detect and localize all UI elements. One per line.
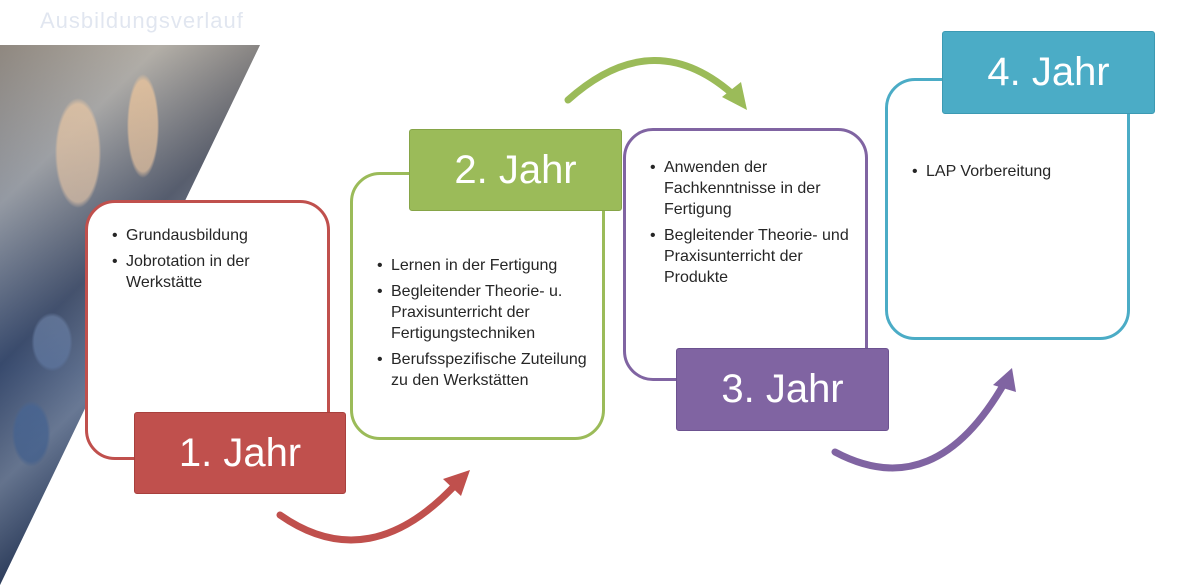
year1-item: Jobrotation in der Werkstätte — [112, 251, 316, 293]
year2-item: Lernen in der Fertigung — [377, 255, 601, 276]
year2-box: Lernen in der Fertigung Begleitender The… — [350, 172, 605, 440]
arrow-year2-to-year3-head — [722, 82, 747, 110]
year4-label: 4. Jahr — [942, 31, 1155, 114]
year3-label: 3. Jahr — [676, 348, 889, 431]
arrow-year1-to-year2-head — [443, 470, 470, 496]
year1-label: 1. Jahr — [134, 412, 346, 494]
arrow-year2-to-year3 — [564, 57, 741, 104]
year2-item: Begleitender Theorie- u. Praxisunterrich… — [377, 281, 601, 344]
year4-item: LAP Vorbereitung — [912, 161, 1126, 182]
year2-label: 2. Jahr — [409, 129, 622, 211]
year3-item: Begleitender Theorie- und Praxisunterric… — [650, 225, 864, 288]
arrow-year3-to-year4 — [831, 378, 1009, 472]
arrow-year3-to-year4-head — [993, 368, 1016, 392]
year1-item: Grundausbildung — [112, 225, 316, 246]
arrow-year1-to-year2 — [276, 478, 462, 544]
year3-box: Anwenden der Fachkenntnisse in der Ferti… — [623, 128, 868, 381]
year2-item: Berufsspezifische Zuteilung zu den Werks… — [377, 349, 601, 391]
year3-item: Anwenden der Fachkenntnisse in der Ferti… — [650, 157, 864, 220]
faded-header-title: Ausbildungsverlauf — [40, 8, 244, 33]
